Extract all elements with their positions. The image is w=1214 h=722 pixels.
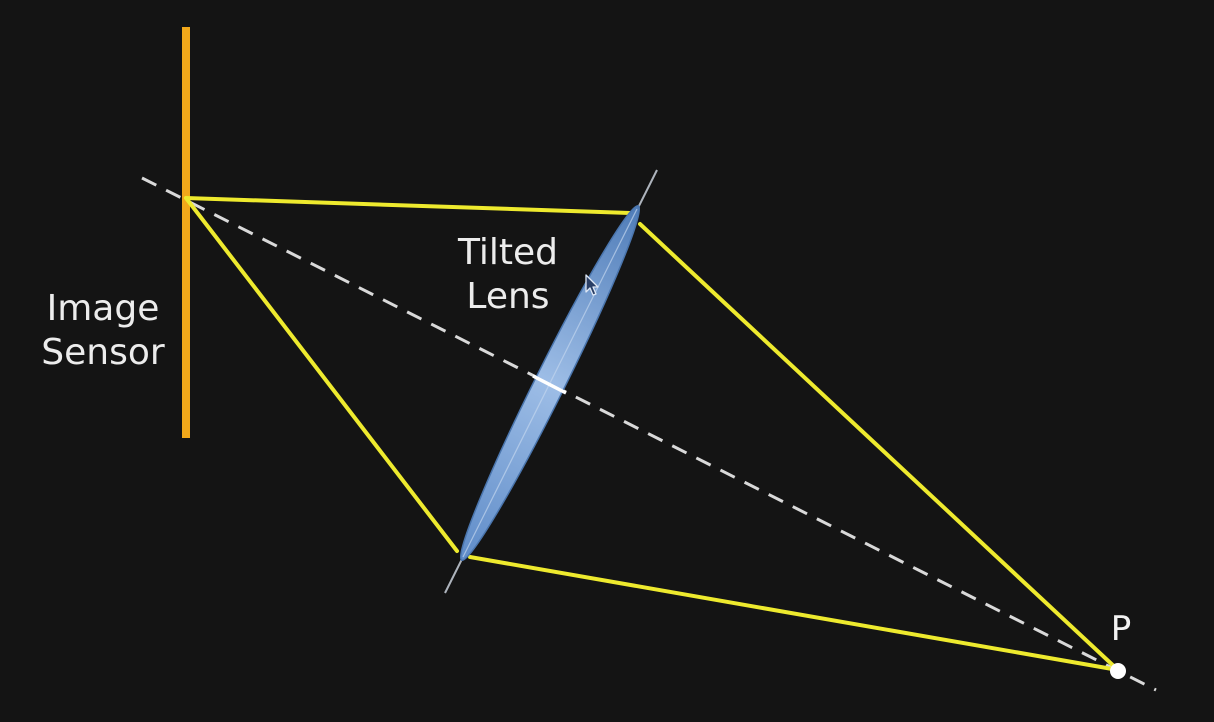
- point-p-label: P: [1111, 609, 1132, 649]
- point-p-marker: [1110, 663, 1126, 679]
- light-rays: [184, 196, 1120, 672]
- optical-axis: [141, 176, 1157, 692]
- tilted-lens-label-line2: Lens: [466, 276, 549, 317]
- ray-lens-top-to-point: [638, 222, 1120, 672]
- image-sensor-label-line2: Sensor: [41, 332, 165, 373]
- ray-sensor-to-lens-top: [184, 196, 632, 215]
- tilted-lens-label-line1: Tilted: [457, 232, 558, 273]
- axis-lens-crossing: [532, 374, 567, 395]
- ray-sensor-to-lens-bottom: [184, 196, 459, 553]
- image-sensor: [182, 27, 190, 438]
- image-sensor-label-line1: Image: [47, 288, 160, 329]
- ray-lens-bottom-to-point: [468, 555, 1120, 672]
- mouse-pointer-icon: [585, 274, 599, 296]
